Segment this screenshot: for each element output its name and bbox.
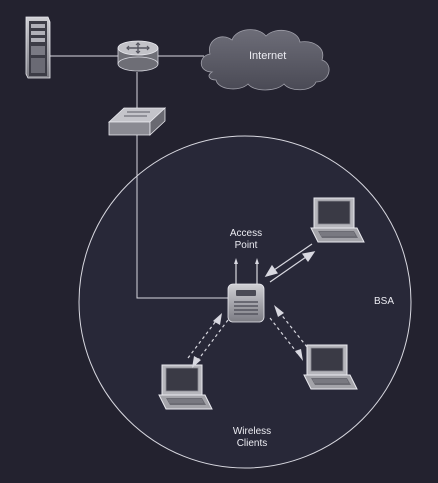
wireless-link-solid — [264, 243, 316, 283]
wireless-link-dashed — [269, 305, 308, 361]
cloud-icon — [200, 29, 330, 91]
switch-icon — [107, 107, 167, 136]
access-point-label-line1: Access — [229, 228, 263, 239]
internet-label: Internet — [249, 50, 287, 62]
wired-links — [50, 55, 228, 299]
server-icon — [25, 16, 51, 79]
wireless-clients-label-line2: Clients — [236, 438, 268, 449]
wireless-clients-label-line1: Wireless — [232, 426, 272, 437]
access-point-label: Access Point — [220, 228, 272, 252]
access-point-label-line2: Point — [234, 240, 258, 251]
wireless-link-dashed — [187, 313, 229, 368]
router-icon — [117, 40, 159, 72]
wireless-clients-label: Wireless Clients — [222, 426, 282, 450]
bsa-label: BSA — [374, 296, 395, 307]
access-point-icon — [227, 258, 265, 323]
